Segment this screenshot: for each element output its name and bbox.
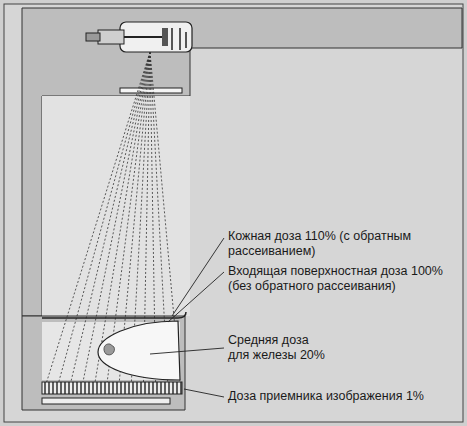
annotation-label: Входящая поверхностная доза 100% (без об… — [228, 264, 443, 294]
cassette — [42, 398, 170, 404]
leader-line — [172, 238, 224, 316]
image-receptor — [42, 382, 182, 394]
compression-paddle — [42, 312, 186, 318]
gantry-head — [22, 8, 462, 316]
annotation-label: Доза приемника изображения 1% — [228, 389, 458, 404]
leader-line — [150, 348, 224, 354]
xray-tube — [86, 22, 192, 52]
gantry-opening — [42, 96, 190, 316]
leader-line — [168, 272, 224, 322]
leader-lines — [150, 238, 224, 397]
annotation-label: Кожная доза 110% (с обратным рассеивание… — [228, 229, 433, 259]
annotation-label: Средняя доза для железы 20% — [228, 333, 332, 363]
xray-beam — [46, 52, 180, 384]
gland — [104, 344, 115, 355]
breast — [98, 321, 180, 380]
frame — [4, 4, 463, 422]
leader-line — [184, 389, 224, 397]
